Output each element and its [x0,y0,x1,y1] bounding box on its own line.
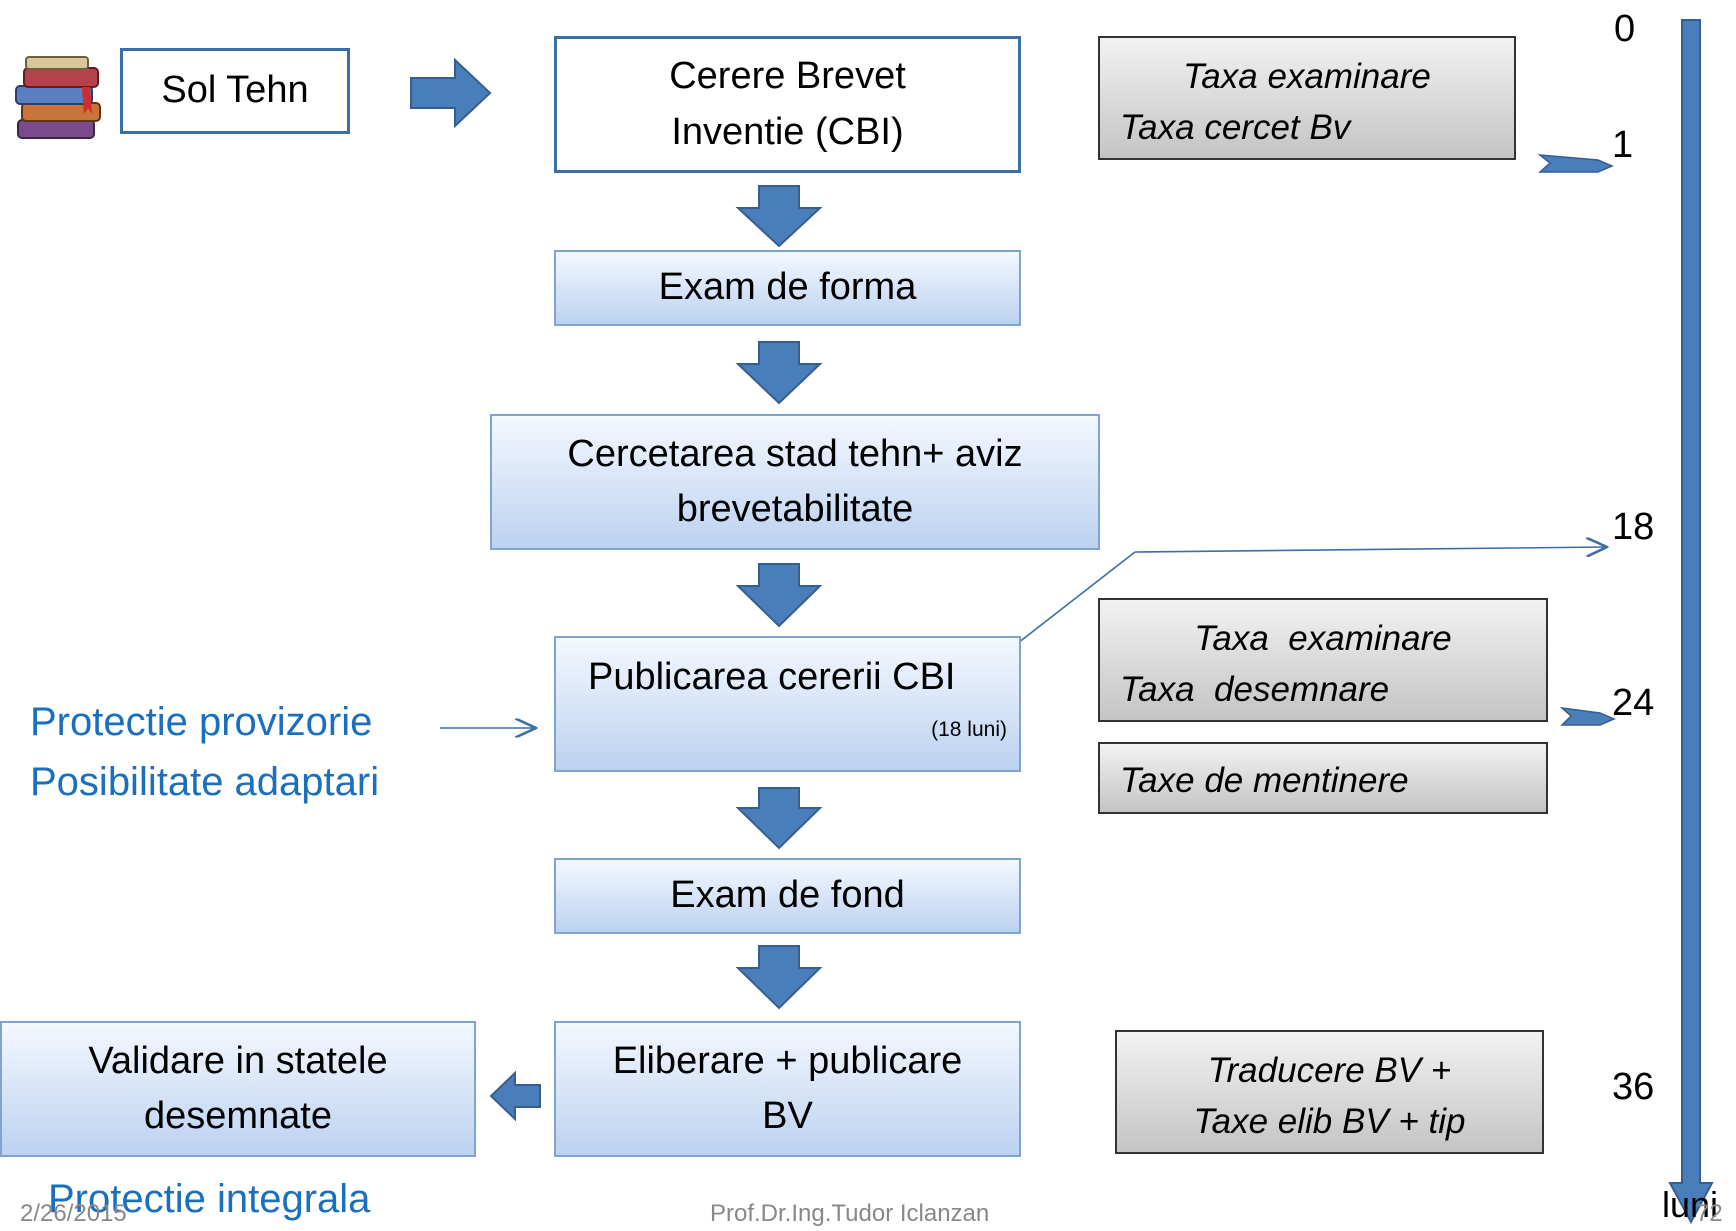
step-label: Exam de forma [658,266,917,309]
step-label: Cercetarea stad tehn+ aviz [567,432,1023,475]
timeline-marker-icon [1559,706,1616,726]
down-arrow-icon [735,945,823,1010]
source-label: Sol Tehn [161,69,309,112]
down-arrow-icon [735,787,823,850]
fee-label: Taxe elib BV + tip [1193,1101,1466,1141]
left-arrow-icon [489,1070,541,1122]
fee-label: Taxa examinare [1194,619,1452,658]
timeline-arrow-icon [1668,19,1714,1225]
down-arrow-icon [735,185,823,248]
timeline-tick-18: 18 [1612,506,1655,548]
timeline-marker-icon [1537,154,1614,173]
timeline-unit: luni [1662,1184,1719,1225]
publication-connector [1134,547,1607,552]
validation-box: Validare in statele desemnate [0,1021,476,1157]
adaptation-text: Posibilitate adaptari [30,760,380,804]
fee-box-1: Taxa examinare Taxa cercet Bv [1098,36,1516,160]
footer-date: 2/26/2015 [20,1200,127,1227]
step-label: Exam de fond [670,874,905,917]
step-label: brevetabilitate [676,488,914,530]
footer-page-number: 72 [1696,1200,1723,1227]
fee-box-4: Traducere BV + Taxe elib BV + tip [1115,1030,1544,1154]
fee-label: Taxa desemnare [1120,669,1390,709]
step-cercetarea: Cercetarea stad tehn+ aviz brevetabilita… [490,414,1100,550]
books-icon [12,54,108,146]
source-box: Sol Tehn [120,48,350,134]
step-note: (18 luni) [931,718,1007,741]
step-label: Publicarea cererii CBI [588,656,956,698]
step-eliberare: Eliberare + publicare BV [554,1021,1021,1157]
fee-label: Taxe de mentinere [1120,761,1409,800]
right-arrow-icon [410,57,492,129]
validation-label: Validare in statele [88,1039,388,1082]
step-label: Inventie (CBI) [671,110,904,153]
fee-box-3: Taxe de mentinere [1098,742,1548,814]
down-arrow-icon [735,341,823,405]
down-arrow-icon [735,563,823,628]
step-label: Eliberare + publicare [612,1039,963,1082]
step-cerere-brevet: Cerere Brevet Inventie (CBI) [554,36,1021,173]
step-exam-fond: Exam de fond [554,858,1021,934]
fee-label: Traducere BV + [1207,1051,1452,1090]
step-publicarea: Publicarea cererii CBI (18 luni) [554,636,1021,772]
step-exam-forma: Exam de forma [554,250,1021,326]
timeline-tick-0: 0 [1614,8,1636,50]
full-protection-text: Protectie integrala [48,1177,371,1221]
timeline-tick-1: 1 [1612,124,1634,166]
fee-label: Taxa cercet Bv [1120,107,1351,147]
timeline-tick-24: 24 [1612,682,1655,724]
validation-label: desemnate [143,1095,332,1137]
step-label: Cerere Brevet [669,55,906,98]
timeline-tick-36: 36 [1612,1066,1655,1108]
fee-label: Taxa examinare [1183,57,1431,96]
publication-connector [1017,551,1136,644]
provisional-protection-text: Protectie provizorie [30,700,373,744]
step-label: BV [762,1095,813,1137]
footer-author: Prof.Dr.Ing.Tudor Iclanzan [710,1200,990,1227]
fee-box-2: Taxa examinare Taxa desemnare [1098,598,1548,722]
